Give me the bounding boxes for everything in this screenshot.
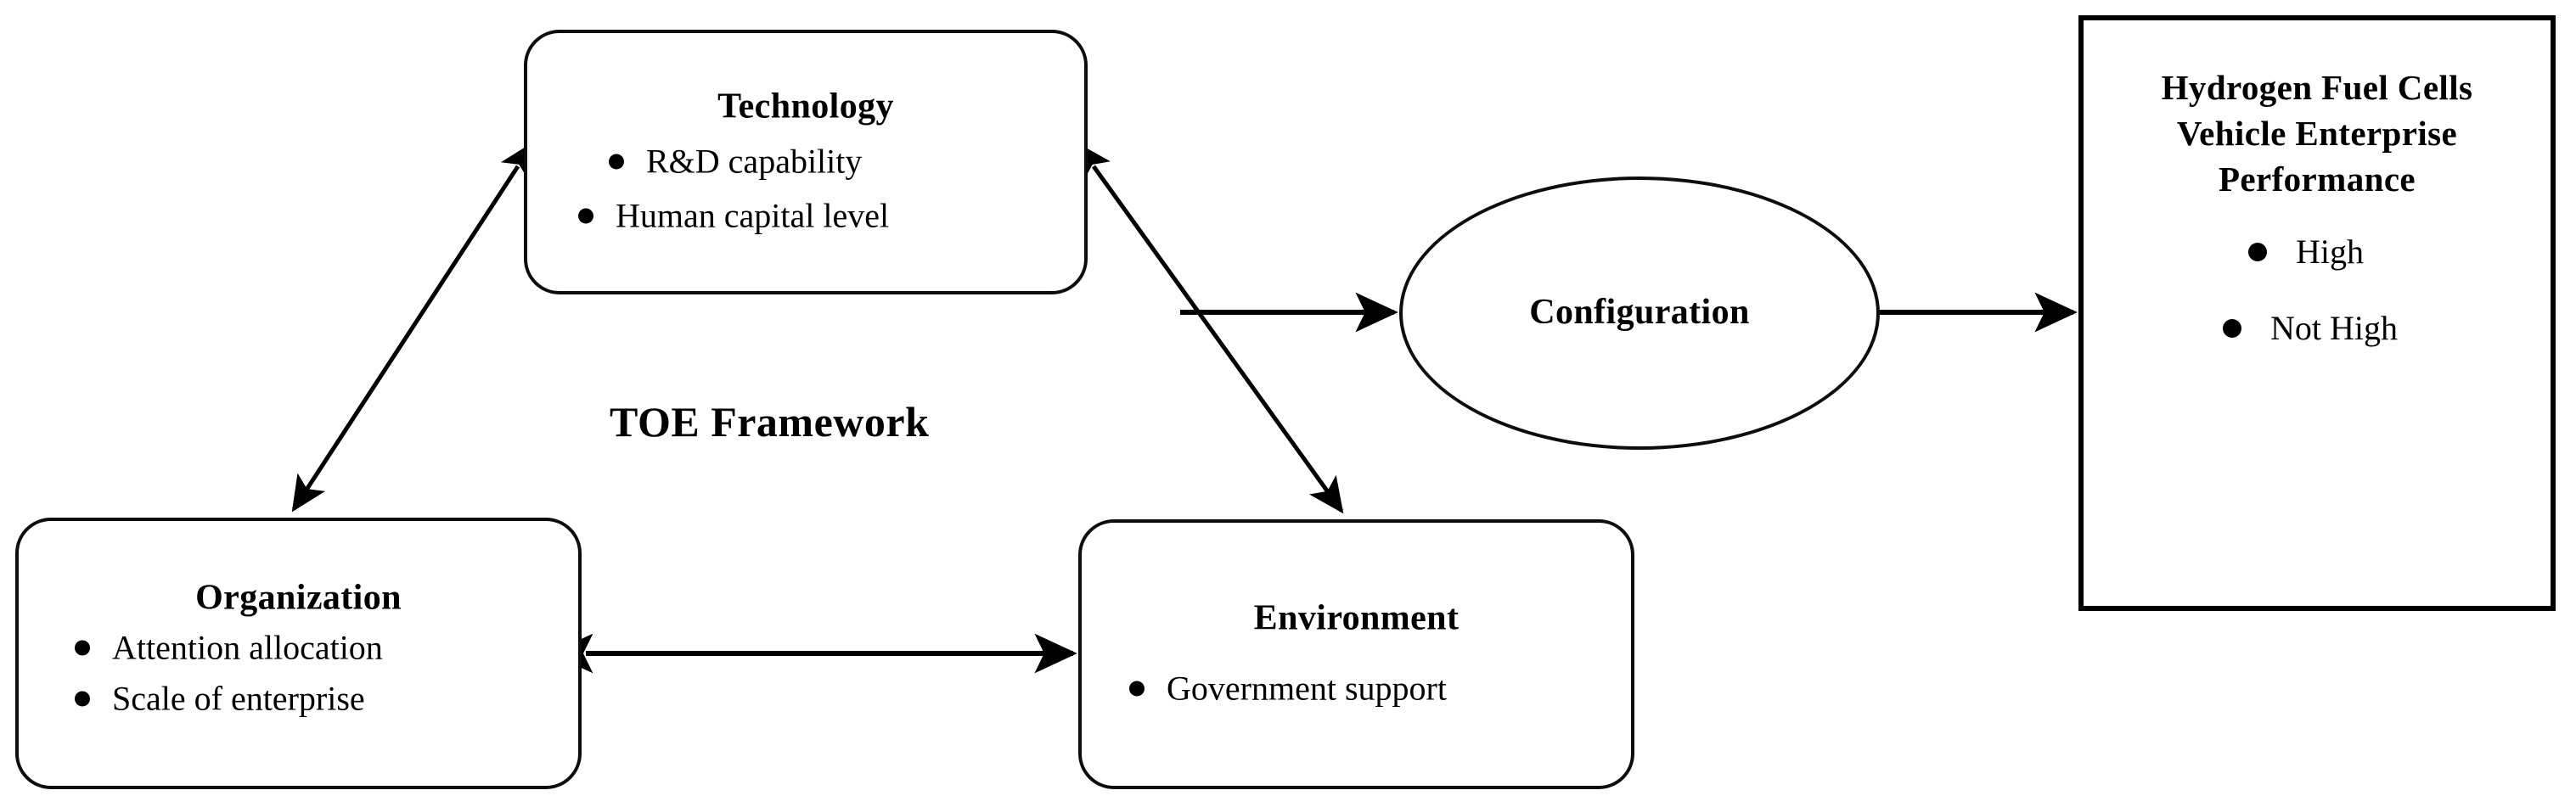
- node-environment-title: Environment: [1253, 598, 1460, 638]
- edge-technology-environment: [1076, 142, 1344, 514]
- framework-label: TOE Framework: [610, 398, 930, 446]
- node-outcome-title: Hydrogen Fuel Cells Vehicle Enterprise P…: [2095, 64, 2539, 202]
- node-technology[interactable]: Technology R&D capability Human capital …: [524, 30, 1088, 294]
- list-item-label: Attention allocation: [112, 628, 383, 667]
- bullet-dot-icon: [75, 640, 90, 656]
- node-outcome-bullets: High Not High: [2095, 231, 2539, 350]
- node-technology-title: Technology: [717, 87, 894, 126]
- list-item-label: Scale of enterprise: [112, 679, 365, 718]
- node-outcome-performance[interactable]: Hydrogen Fuel Cells Vehicle Enterprise P…: [2078, 15, 2556, 611]
- bullet-dot-icon: [2223, 319, 2241, 339]
- list-item: Scale of enterprise: [34, 678, 563, 720]
- bullet-dot-icon: [75, 691, 90, 707]
- node-outcome-title-line-2: Vehicle Enterprise: [2176, 114, 2458, 154]
- bullet-dot-icon: [2248, 243, 2267, 262]
- list-item-label: Not High: [2270, 309, 2398, 348]
- list-item: Attention allocation: [34, 627, 563, 670]
- node-outcome-title-line-3: Performance: [2218, 160, 2416, 199]
- node-configuration-title: Configuration: [1529, 293, 1750, 333]
- node-technology-bullets: R&D capability Human capital level: [543, 141, 1069, 238]
- list-item: High: [2095, 231, 2539, 273]
- node-organization-bullets: Attention allocation Scale of enterprise: [34, 627, 563, 720]
- bullet-dot-icon: [609, 154, 624, 170]
- node-organization[interactable]: Organization Attention allocation Scale …: [15, 518, 582, 789]
- node-environment-content: Environment Government support: [1082, 598, 1631, 709]
- list-item-label: High: [2296, 233, 2364, 272]
- list-item: Human capital level: [543, 195, 1069, 238]
- bullet-dot-icon: [578, 208, 593, 224]
- node-organization-content: Organization Attention allocation Scale …: [19, 578, 578, 728]
- edge-technology-organization: [291, 141, 535, 513]
- list-item-label: Human capital level: [616, 196, 890, 235]
- node-organization-title: Organization: [195, 578, 402, 618]
- list-item: R&D capability: [543, 141, 1069, 183]
- node-outcome-content: Hydrogen Fuel Cells Vehicle Enterprise P…: [2084, 64, 2551, 384]
- list-item: Government support: [1097, 668, 1616, 710]
- node-outcome-title-line-1: Hydrogen Fuel Cells: [2161, 68, 2473, 107]
- bullet-dot-icon: [1129, 681, 1145, 697]
- list-item-label: Government support: [1167, 669, 1447, 708]
- list-item: Not High: [2095, 307, 2539, 350]
- node-technology-content: Technology R&D capability Human capital …: [527, 87, 1084, 237]
- node-environment-bullets: Government support: [1097, 668, 1616, 710]
- node-environment[interactable]: Environment Government support: [1078, 519, 1634, 789]
- node-configuration[interactable]: Configuration: [1399, 177, 1880, 450]
- list-item-label: R&D capability: [646, 142, 863, 181]
